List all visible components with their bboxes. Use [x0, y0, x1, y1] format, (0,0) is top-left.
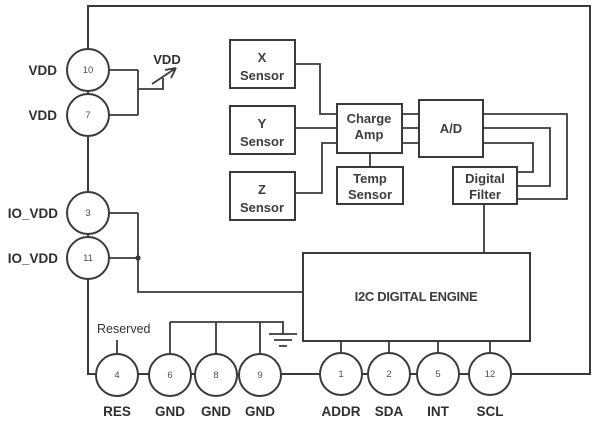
vdd-supply-symbol: VDD: [138, 52, 181, 90]
block-adc: A/D: [418, 99, 484, 158]
block-digital-filter: Digital Filter: [452, 166, 518, 205]
wires: [108, 63, 568, 354]
block-z-sensor: Z Sensor: [229, 171, 296, 221]
block-y-sensor: Y Sensor: [229, 105, 296, 155]
pin-name-int: INT: [427, 404, 450, 419]
pin-number-3: 3: [85, 208, 90, 219]
pin-circle-9: [238, 353, 282, 397]
temp-sensor-label-2: Sensor: [348, 187, 392, 202]
pin-circle-11: [66, 236, 110, 280]
y-sensor-label-1: Y: [258, 116, 267, 131]
pin-addr-1: 1 ADDR: [319, 352, 363, 419]
pin-circle-6: [148, 353, 192, 397]
pin-name-iovdd-11: IO_VDD: [8, 251, 59, 266]
adc-box: [418, 99, 484, 158]
i2c-engine-label: I2C DIGITAL ENGINE: [355, 289, 478, 304]
pin-vdd-10: 10 VDD: [28, 48, 110, 92]
pin-circle-7: [66, 93, 110, 137]
pin-number-12: 12: [485, 369, 496, 380]
i2c-engine-box: [302, 252, 531, 342]
pin-name-gnd-9: GND: [245, 404, 275, 419]
pin-number-11: 11: [83, 253, 93, 264]
pin-name-res: RES: [103, 404, 131, 419]
pin-name-vdd-10: VDD: [28, 63, 57, 78]
charge-amp-label-1: Charge: [347, 111, 392, 126]
pin-number-10: 10: [83, 65, 94, 76]
vdd-supply-label: VDD: [153, 52, 180, 67]
charge-amp-label-2: Amp: [355, 127, 384, 142]
digital-filter-label-2: Filter: [469, 187, 501, 202]
pin-name-gnd-8: GND: [201, 404, 231, 419]
pin-number-2: 2: [386, 369, 391, 380]
pin-number-1: 1: [338, 369, 343, 380]
digital-filter-label-1: Digital: [465, 171, 505, 186]
pin-gnd-8: 8 GND: [194, 353, 238, 419]
block-charge-amp: Charge Amp: [336, 103, 403, 154]
pin-scl-12: 12 SCL: [468, 352, 512, 419]
block-x-sensor: X Sensor: [229, 39, 296, 89]
pin-name-addr: ADDR: [322, 404, 361, 419]
wire-x-sensor-to-charge-amp: [295, 63, 337, 115]
pin-name-iovdd-3: IO_VDD: [8, 206, 59, 221]
pin-number-7: 7: [85, 110, 90, 121]
charge-amp-box: [336, 103, 403, 154]
pin-gnd-6: 6 GND: [148, 353, 192, 419]
x-sensor-label-1: X: [258, 50, 267, 65]
pin-circle-8: [194, 353, 238, 397]
adc-label: A/D: [440, 121, 462, 136]
pin-circle-1: [319, 352, 363, 396]
pin-int-5: 5 INT: [416, 352, 460, 419]
wire-adc-to-digital-filter-1: [483, 113, 568, 200]
pin-iovdd-11: 11 IO_VDD: [8, 236, 110, 280]
pin-name-scl: SCL: [477, 404, 504, 419]
wire-gnd-bus: [169, 321, 284, 354]
pin-number-5: 5: [435, 369, 440, 380]
pin-gnd-9: 9 GND: [238, 353, 282, 419]
pin-number-9: 9: [257, 370, 262, 381]
temp-sensor-label-1: Temp: [353, 171, 387, 186]
ground-bars: [269, 333, 297, 347]
wire-z-sensor-to-charge-amp: [295, 142, 337, 194]
pin-iovdd-3: 3 IO_VDD: [8, 191, 110, 235]
wire-charge-amp-to-adc: [402, 113, 419, 144]
pin-number-6: 6: [167, 370, 172, 381]
block-temp-sensor: Temp Sensor: [336, 166, 404, 205]
pin-number-8: 8: [213, 370, 218, 381]
pin-circle-2: [367, 352, 411, 396]
pin-name-sda: SDA: [375, 404, 404, 419]
wire-junction-dot: [135, 255, 141, 261]
z-sensor-label-1: Z: [258, 182, 266, 197]
wire-iovdd-pins-to-i2c-engine: [108, 212, 303, 293]
x-sensor-label-2: Sensor: [240, 68, 284, 83]
reserved-annotation: Reserved: [97, 322, 151, 336]
pin-sda-2: 2 SDA: [367, 352, 411, 419]
pin-number-4: 4: [114, 370, 119, 381]
z-sensor-box: [229, 171, 296, 221]
pin-name-vdd-7: VDD: [28, 108, 57, 123]
pin-circle-4: [95, 353, 139, 397]
pin-circle-10: [66, 48, 110, 92]
wire-i2c-engine-to-bottom-pins: [340, 341, 491, 353]
block-i2c-engine: I2C DIGITAL ENGINE: [302, 252, 531, 342]
pin-circle-12: [468, 352, 512, 396]
wire-adc-to-digital-filter-2: [483, 127, 551, 187]
wire-vdd-pins-junction: [109, 69, 139, 116]
y-sensor-label-2: Sensor: [240, 134, 284, 149]
pin-circle-3: [66, 191, 110, 235]
pin-circle-5: [416, 352, 460, 396]
pin-name-gnd-6: GND: [155, 404, 185, 419]
vdd-supply-arrow-icon: [151, 67, 177, 85]
temp-sensor-box: [336, 166, 404, 205]
digital-filter-box: [452, 166, 518, 205]
pin-res-4: 4 RES: [95, 353, 139, 419]
z-sensor-label-2: Sensor: [240, 200, 284, 215]
vdd-supply-stem: [138, 78, 164, 90]
y-sensor-box: [229, 105, 296, 155]
ground-symbol-icon: [269, 333, 297, 347]
x-sensor-box: [229, 39, 296, 89]
wire-adc-to-digital-filter-3: [483, 142, 534, 173]
pin-vdd-7: 7 VDD: [28, 93, 110, 137]
